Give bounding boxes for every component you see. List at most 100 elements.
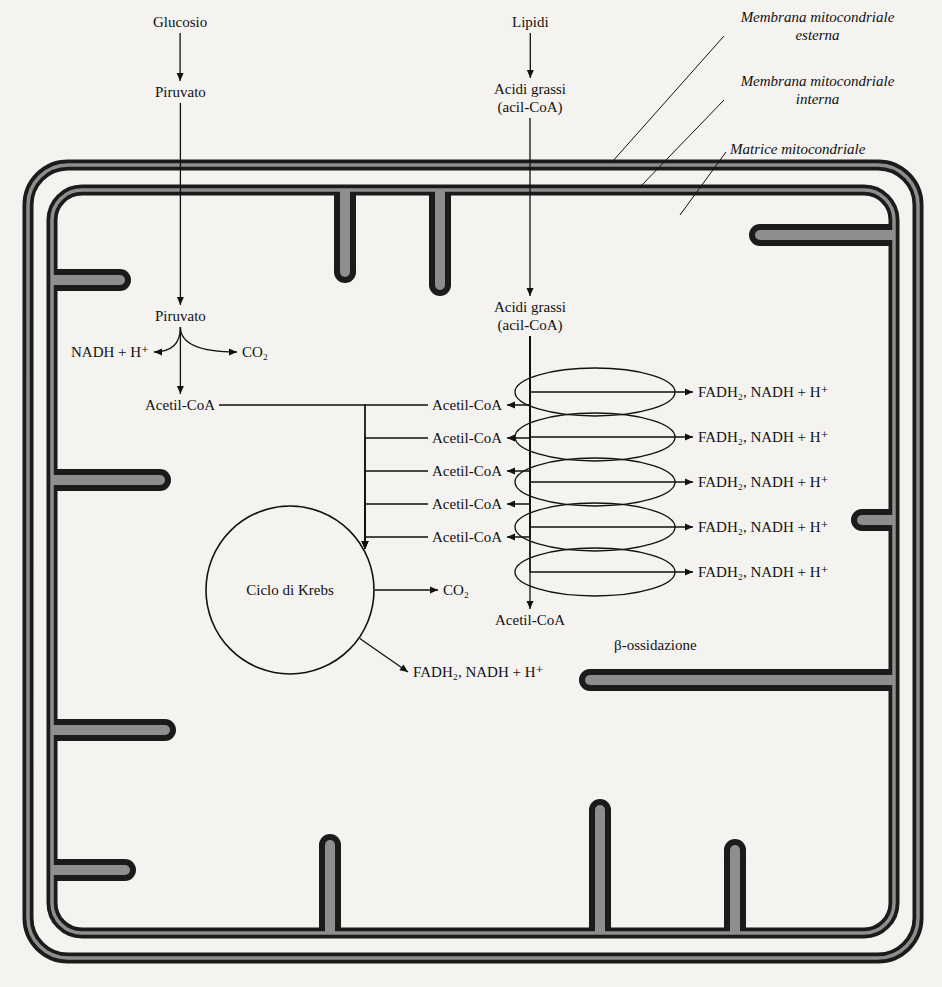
flow-arrow [530,336,693,396]
metabolite-term: CO₂ [239,342,271,362]
arrow-head [527,288,534,296]
node-text: FADH₂, NADH + H⁺ [413,663,544,681]
node-text: Glucosio [153,13,207,31]
flow-line [529,118,530,296]
arrow-head [507,501,515,508]
arrow-head [685,389,693,396]
arrow-head [177,297,184,305]
flow-arrow [507,336,530,409]
flow-line [365,537,428,549]
flow-arrow [527,118,534,296]
flow-line [530,336,693,527]
metabolite-term: Acetil-CoA [429,461,505,481]
metabolite-term: Acidi grassi (acil-CoA) [480,79,580,117]
beta-oxidation-spiral [515,368,675,596]
flow-line [365,471,428,549]
node-text: Acidi grassi (acil-CoA) [483,298,577,334]
flow-arrow [527,33,534,78]
metabolite-term: Lipidi [509,12,552,32]
metabolite-term: FADH₂, NADH + H⁺ [695,382,832,402]
node-text: Acetil-CoA [432,462,502,480]
flow-arrow [362,471,429,549]
flow-arrow [180,327,237,356]
flow-arrow [177,33,184,81]
arrow-head [154,349,162,356]
flow-arrow [527,336,534,609]
arrow-head [507,402,515,409]
node-text: Acidi grassi (acil-CoA) [483,80,577,116]
arrow-head [685,434,693,441]
flow-line [507,336,530,438]
flow-line [507,336,530,537]
metabolite-term: FADH₂, NADH + H⁺ [695,517,832,537]
arrow-head [507,435,515,442]
node-text: FADH₂, NADH + H⁺ [698,563,829,581]
flow-arrow [530,336,693,486]
metabolite-term: FADH₂, NADH + H⁺ [410,662,547,682]
node-text: NADH + H⁺ [71,343,149,361]
metabolite-term: Piruvato [152,306,209,326]
flow-line [530,336,693,482]
flow-arrow [362,537,429,549]
flow-line [179,33,180,81]
flow-arrow [507,336,530,508]
flow-line [530,336,693,437]
metabolite-term: Acetil-CoA [429,395,505,415]
flow-line [507,336,530,405]
flow-arrow [177,103,184,305]
node-text: FADH₂, NADH + H⁺ [698,383,829,401]
region-callout: Matrice mitocondriale [730,140,865,158]
arrow-head [229,349,237,356]
metabolite-term: Piruvato [152,82,209,102]
flow-line [154,327,180,352]
membrane-callout: Membrana mitocondriale interna [730,72,905,108]
node-text: CO₂ [242,343,268,361]
flow-line [365,504,428,549]
node-text: Acetil-CoA [495,611,565,629]
metabolite-term: Acetil-CoA [429,527,505,547]
metabolite-term: Acetil-CoA [142,395,218,415]
flow-line [507,336,530,471]
metabolite-term: CO₂ [440,580,472,600]
arrow-head [399,665,408,672]
arrow-head [685,479,693,486]
arrow-head [527,70,534,78]
metabolite-term: Acidi grassi (acil-CoA) [480,297,580,335]
flow-line [530,33,531,78]
flow-arrow [362,504,429,549]
flow-arrow [362,438,429,549]
flow-arrow [507,336,530,475]
node-text: Piruvato [155,307,206,325]
node-text: FADH₂, NADH + H⁺ [698,518,829,536]
arrow-head [507,468,515,475]
flow-arrow [507,336,530,541]
metabolite-term: Acetil-CoA [429,428,505,448]
flow-arrow [530,336,693,576]
arrow-head [430,587,438,594]
node-text: Lipidi [512,13,549,31]
flow-arrow [530,336,693,531]
membrane-callout: Membrana mitocondriale esterna [730,8,905,44]
cycle-circle: Ciclo di Krebs [205,505,375,675]
arrow-head [685,524,693,531]
flow-line [530,336,693,572]
flow-arrow [375,587,438,594]
metabolite-term: FADH₂, NADH + H⁺ [695,472,832,492]
node-text: Piruvato [155,83,206,101]
flow-line [360,639,408,673]
flow-arrow [154,327,180,356]
flow-line [219,405,365,549]
flow-arrow [530,336,693,441]
metabolite-term: Glucosio [150,12,210,32]
metabolite-term: Acetil-CoA [429,494,505,514]
arrow-head [507,534,515,541]
metabolite-term: FADH₂, NADH + H⁺ [695,427,832,447]
node-text: Ciclo di Krebs [246,581,334,599]
node-text: Acetil-CoA [432,396,502,414]
flow-line [529,336,530,609]
pathway-label: β-ossidazione [614,636,697,654]
arrow-head [177,73,184,81]
flow-arrow [177,327,184,394]
flow-line [365,438,428,549]
